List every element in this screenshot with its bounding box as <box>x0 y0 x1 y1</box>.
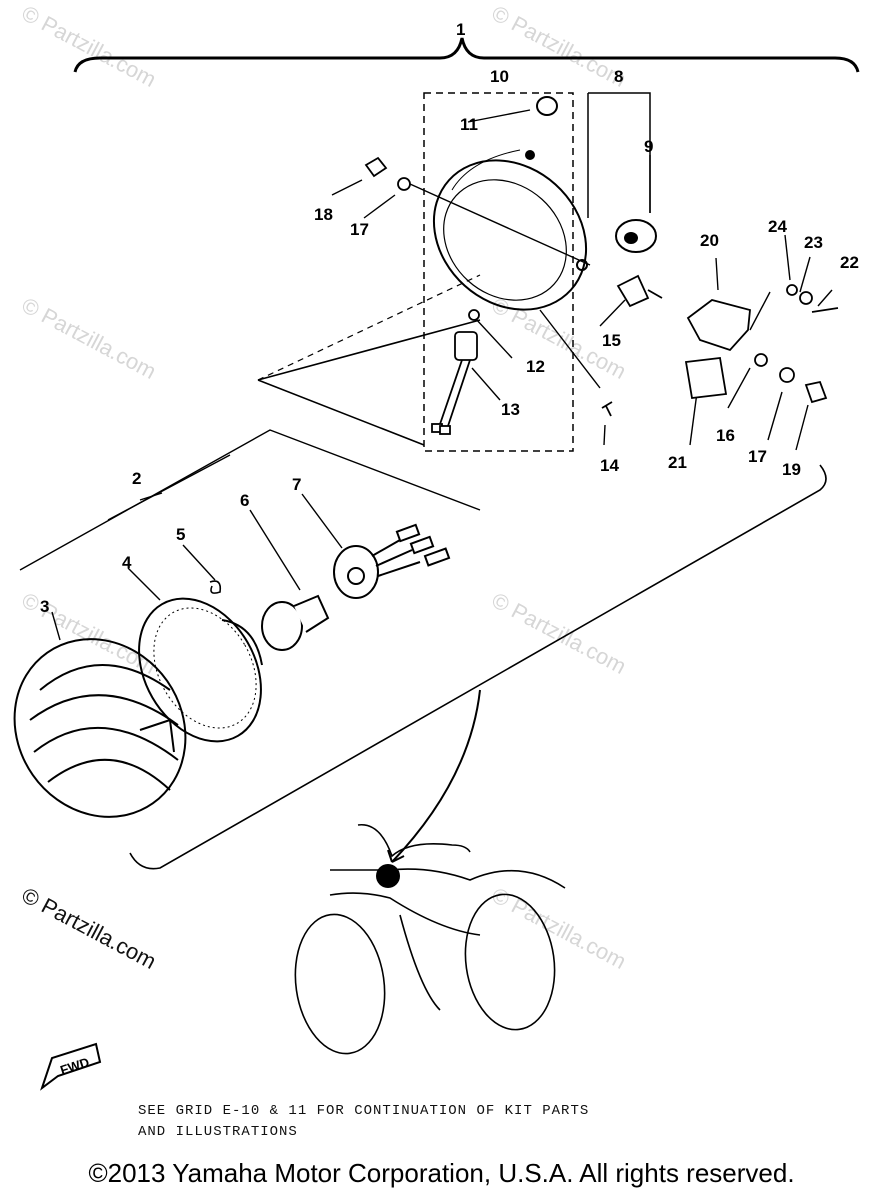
callout-9: 9 <box>644 137 653 156</box>
watermark: © Partzilla.com <box>18 0 161 92</box>
callout-10: 10 <box>490 67 509 86</box>
watermark: © Partzilla.com <box>488 0 631 92</box>
leader-lines <box>19 109 833 641</box>
callout-8: 8 <box>614 67 623 86</box>
watermark: © Partzilla.com <box>488 882 631 974</box>
sealed-beam-part-4 <box>138 597 263 743</box>
callout-2: 2 <box>132 469 141 488</box>
callout-16: 16 <box>716 426 735 445</box>
callout-24: 24 <box>768 217 787 236</box>
callout-22: 22 <box>840 253 859 272</box>
callout-labels: 1 10 8 11 9 18 17 20 24 23 22 15 12 13 1… <box>40 20 859 616</box>
damper-part-21 <box>684 357 728 399</box>
brace-item-1 <box>73 37 860 73</box>
headlight-location-marker <box>376 864 400 888</box>
callout-4: 4 <box>122 553 132 572</box>
callout-17-lower: 17 <box>748 447 767 466</box>
bracket-item-8 <box>587 92 651 218</box>
callout-23: 23 <box>804 233 823 252</box>
callout-1: 1 <box>456 20 465 39</box>
callout-7: 7 <box>292 475 301 494</box>
grommet-part-9 <box>615 219 657 253</box>
bracket-part-20 <box>686 299 751 352</box>
forward-arrow-icon: FWD <box>40 1042 102 1091</box>
assembly-region <box>129 319 827 870</box>
callout-18: 18 <box>314 205 333 224</box>
callout-19: 19 <box>782 460 801 479</box>
assembly-region-dashed <box>257 274 481 381</box>
headlight-shell <box>432 149 588 311</box>
watermark: © Partzilla.com <box>18 292 161 384</box>
motorcycle-silhouette <box>294 689 566 1055</box>
socket-part-13 <box>431 309 480 435</box>
callout-21: 21 <box>668 453 687 472</box>
callout-5: 5 <box>176 525 185 544</box>
socket-part-7 <box>333 523 451 599</box>
clip-part-5 <box>209 580 222 594</box>
dashed-box-item-10 <box>423 92 574 452</box>
bulb-part-6 <box>261 594 330 651</box>
callout-20: 20 <box>700 231 719 250</box>
callout-6: 6 <box>240 491 249 510</box>
watermark: © Partzilla.com <box>488 587 631 679</box>
callout-17-upper: 17 <box>350 220 369 239</box>
indicator-bulb-part-15 <box>616 274 663 308</box>
copyright-footer: ©2013 Yamaha Motor Corporation, U.S.A. A… <box>88 1158 795 1188</box>
watermark-main: © Partzilla.com <box>18 882 161 974</box>
callout-11: 11 <box>460 115 478 134</box>
watermark-layer: © Partzilla.com © Partzilla.com © Partzi… <box>18 0 631 974</box>
callout-14: 14 <box>600 456 619 475</box>
note-line-1: SEE GRID E-10 & 11 FOR CONTINUATION OF K… <box>138 1103 590 1119</box>
callout-13: 13 <box>501 400 520 419</box>
callout-12: 12 <box>526 357 545 376</box>
note-line-2: AND ILLUSTRATIONS <box>138 1124 298 1140</box>
headlight-guard-part-3 <box>13 638 187 818</box>
continuation-note: SEE GRID E-10 & 11 FOR CONTINUATION OF K… <box>138 1101 589 1143</box>
small-hardware <box>364 156 839 417</box>
callout-3: 3 <box>40 597 49 616</box>
grommet-part-11 <box>536 96 558 116</box>
callout-15: 15 <box>602 331 621 350</box>
